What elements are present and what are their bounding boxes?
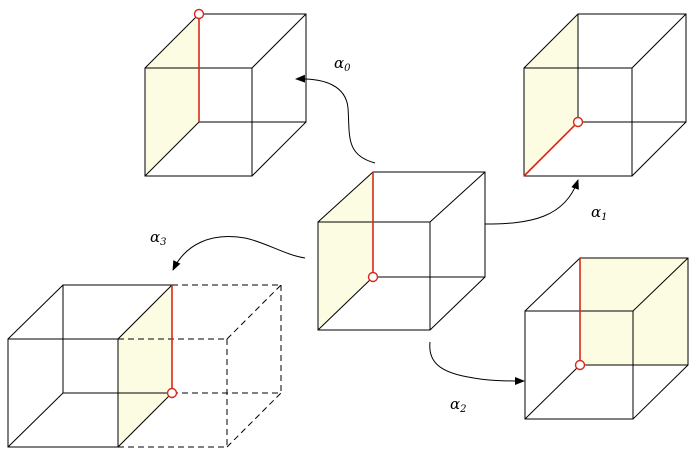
alpha1-cube xyxy=(523,13,687,177)
highlighted-face xyxy=(580,258,688,365)
dart-vertex xyxy=(572,116,584,128)
highlighted-face xyxy=(145,14,199,176)
dart-vertex xyxy=(193,8,205,20)
dart-vertex xyxy=(166,387,178,399)
alpha2-arrow xyxy=(429,341,525,385)
alpha1-label: α1 xyxy=(591,203,608,223)
center-cube xyxy=(317,171,486,331)
alpha0-label: α0 xyxy=(334,54,351,74)
dart-vertex xyxy=(574,359,586,371)
highlighted-face xyxy=(318,172,373,330)
highlighted-face xyxy=(118,285,172,447)
highlighted-face xyxy=(524,14,578,176)
alpha0-cube xyxy=(144,8,307,177)
dart-edge xyxy=(523,121,579,177)
alpha3-arrow xyxy=(172,236,306,271)
alpha0-arrow xyxy=(295,74,376,164)
alpha1-arrow xyxy=(484,179,579,225)
alpha3-cube xyxy=(7,284,282,448)
alpha3-label: α3 xyxy=(150,228,167,248)
alpha2-label: α2 xyxy=(450,395,467,415)
dart-vertex xyxy=(367,271,379,283)
alpha2-cube xyxy=(524,257,689,420)
